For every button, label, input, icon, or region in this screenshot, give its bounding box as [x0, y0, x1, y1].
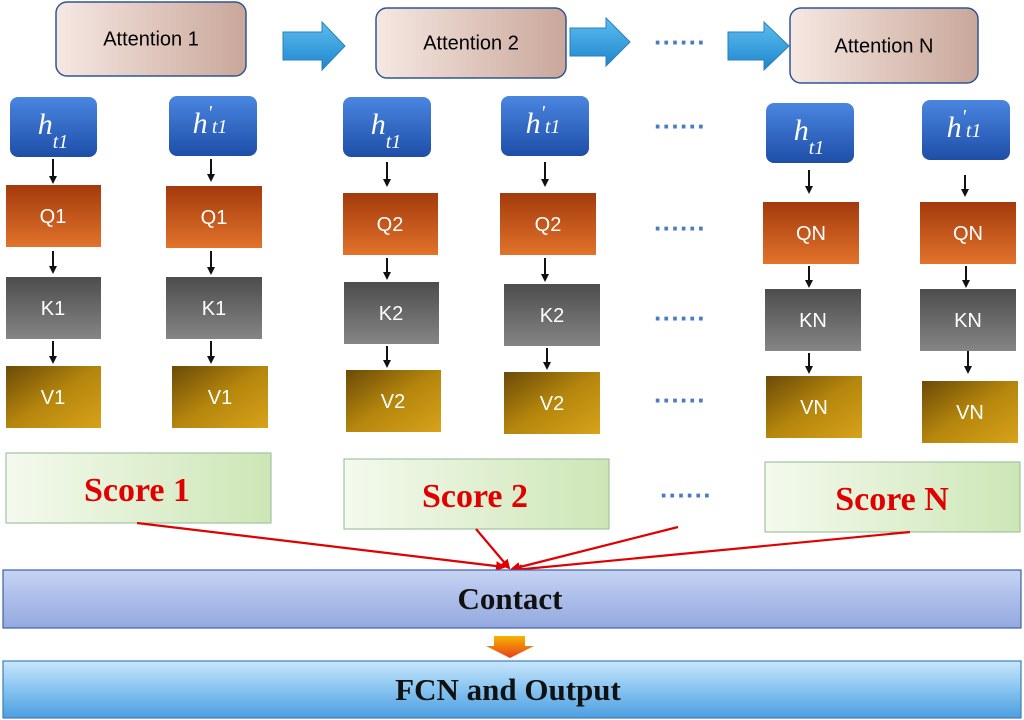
query-box [166, 186, 262, 248]
h-token-label: ht1 [38, 108, 69, 153]
h-token-box [10, 97, 97, 157]
query-box [343, 193, 438, 255]
key-box [344, 282, 439, 344]
query-label: Q1 [201, 207, 228, 229]
flow-arrow-icon [569, 16, 631, 68]
score-1-label: Score 1 [84, 472, 190, 509]
score-row-ellipsis: ······ [660, 480, 712, 510]
h-prime-token-box [501, 96, 589, 156]
h-row-ellipsis: ······ [654, 111, 706, 141]
output-bar: FCN and Output [2, 660, 1022, 719]
h-prime-token-label: h't1 [193, 102, 228, 140]
h-token-box [343, 97, 431, 157]
h-prime-token-box [922, 100, 1010, 160]
key-label: K2 [540, 305, 564, 327]
value-box [922, 381, 1018, 443]
h-token-label: ht1 [794, 114, 825, 159]
header-ellipsis: ······ [654, 27, 706, 57]
score-2-box: Score 2 [343, 458, 610, 530]
value-label: V1 [208, 387, 232, 409]
stage-1-label: Attention 1 [103, 28, 199, 50]
concat-label: Contact [457, 581, 563, 616]
value-box [346, 370, 441, 432]
stage-1-header: Attention 1 [55, 1, 247, 77]
score-1-box: Score 1 [5, 452, 272, 524]
stage-1-column-1: ht1 Q1 K1 V1 [6, 97, 101, 428]
key-label: K1 [41, 298, 65, 320]
stage-n-column-2: h't1 QN KN VN [920, 100, 1018, 443]
key-box [504, 284, 600, 346]
flow-arrow-icon [282, 20, 346, 72]
query-label: QN [796, 223, 826, 245]
value-label: V1 [41, 387, 65, 409]
k-row-ellipsis: ······ [654, 303, 706, 333]
key-box [166, 277, 262, 339]
score-1-connector [136, 521, 506, 572]
value-label: V2 [540, 393, 564, 415]
value-box [172, 366, 268, 428]
q-row-ellipsis: ······ [654, 213, 706, 243]
stage-2-column-1: ht1 Q2 K2 V2 [343, 97, 441, 432]
flow-arrow-icon [727, 20, 790, 72]
stage-n-header: Attention N [789, 7, 979, 84]
h-token-label: ht1 [371, 108, 402, 153]
query-label: Q1 [40, 206, 67, 228]
value-box [6, 366, 101, 428]
query-box [763, 202, 859, 264]
stage-n-column-1: ht1 QN KN VN [763, 103, 862, 438]
value-box [504, 372, 600, 434]
h-prime-token-label: h't1 [526, 102, 561, 140]
value-box [766, 376, 862, 438]
key-box [6, 277, 101, 339]
v-row-ellipsis: ······ [654, 385, 706, 415]
score-n-label: Score N [835, 481, 949, 518]
score-2-connector [475, 528, 511, 570]
key-label: KN [954, 310, 982, 332]
h-prime-token-box [169, 96, 257, 156]
value-label: V2 [381, 391, 405, 413]
score-n-connector [512, 530, 911, 575]
key-box [765, 289, 861, 351]
score-n-box: Score N [764, 461, 1021, 533]
query-box [500, 193, 596, 255]
key-box [920, 289, 1016, 351]
key-label: K1 [202, 298, 226, 320]
stage-2-header: Attention 2 [375, 7, 567, 79]
query-label: QN [953, 223, 983, 245]
key-label: K2 [379, 303, 403, 325]
query-label: Q2 [535, 214, 562, 236]
query-box [920, 202, 1016, 264]
h-prime-token-label: h't1 [947, 106, 982, 144]
down-arrow-icon [486, 636, 534, 658]
ellipsis-connector [510, 525, 679, 572]
stage-1-column-2: h't1 Q1 K1 V1 [166, 96, 268, 428]
score-2-label: Score 2 [422, 478, 528, 515]
stage-n-label: Attention N [835, 35, 934, 57]
concat-bar: Contact [2, 569, 1022, 629]
key-label: KN [799, 310, 827, 332]
stage-2-column-2: h't1 Q2 K2 V2 [500, 96, 600, 434]
query-box [6, 185, 101, 247]
value-label: VN [956, 402, 984, 424]
stage-2-label: Attention 2 [423, 32, 519, 54]
query-label: Q2 [377, 214, 404, 236]
h-token-box [766, 103, 854, 163]
output-label: FCN and Output [395, 672, 621, 707]
value-label: VN [800, 397, 828, 419]
